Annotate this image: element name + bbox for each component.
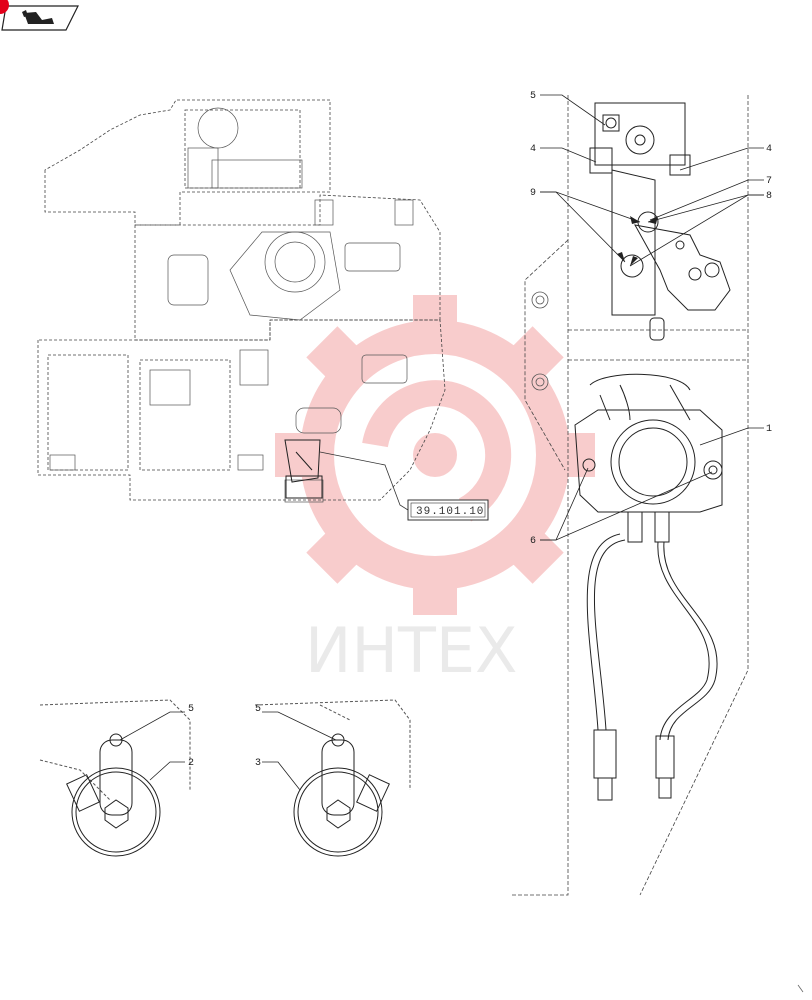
- red-corner-dot: [0, 0, 9, 14]
- machine-details: [49, 107, 414, 503]
- wheel-left: [39, 699, 191, 857]
- cables: [586, 533, 718, 801]
- relay-bracket-assembly: [589, 102, 731, 341]
- callout-top-1: 1: [766, 424, 772, 435]
- callout-top-4a: 4: [530, 144, 536, 155]
- callout-right-3: 3: [255, 758, 261, 769]
- corner-mark: [797, 984, 804, 993]
- callout-left-2: 2: [188, 758, 194, 769]
- return-to-index-button[interactable]: [0, 0, 82, 32]
- watermark: ИНТЕХ: [275, 295, 595, 687]
- reference-box[interactable]: 39.101.10: [407, 499, 489, 521]
- callout-top-4b: 4: [766, 144, 772, 155]
- watermark-text: ИНТЕХ: [305, 614, 518, 687]
- callout-top-7: 7: [766, 176, 772, 187]
- detail-panel-frame: [512, 95, 749, 896]
- reference-code: 39.101.10: [416, 506, 484, 518]
- callout-arrowheads: [617, 216, 658, 266]
- return-to-index-icon: [22, 10, 54, 24]
- reference-leader: [319, 451, 409, 511]
- machine-frame-overview: [37, 99, 446, 501]
- nut-symbols: [531, 291, 549, 391]
- callout-top-5: 5: [530, 91, 536, 102]
- callout-top-9: 9: [530, 188, 536, 199]
- watermark-gear: [275, 295, 595, 615]
- callout-top-6: 6: [530, 536, 536, 547]
- wheel-right: [254, 699, 411, 857]
- highlighted-assembly: [284, 439, 323, 499]
- callout-labels: 5 4 4 7 9 8 1 6 5 2 5 3: [188, 91, 772, 769]
- callout-right-5: 5: [255, 704, 261, 715]
- callout-left-5: 5: [188, 704, 194, 715]
- callout-leaders: [119, 94, 764, 791]
- callout-top-8: 8: [766, 191, 772, 202]
- motor-assembly: [574, 373, 723, 543]
